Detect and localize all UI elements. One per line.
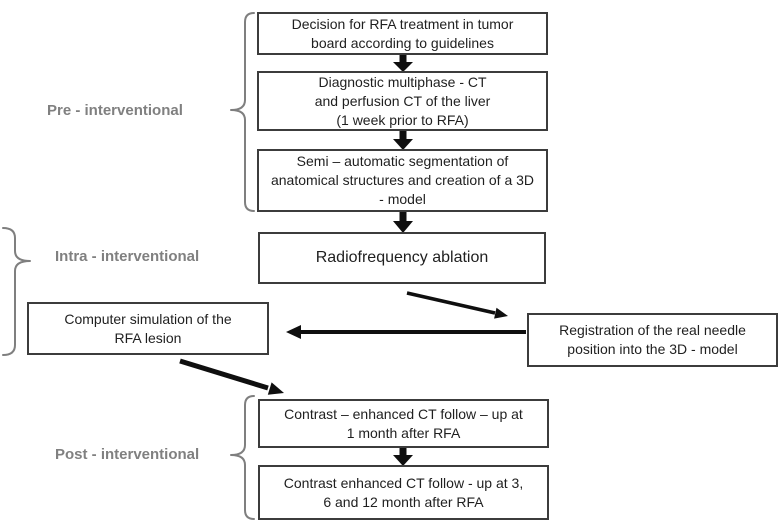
flow-box-followup2-line-1: Contrast enhanced CT follow - up at 3,	[283, 474, 524, 491]
flow-box-followup2-line-2: 6 and 12 month after RFA	[323, 493, 484, 510]
flow-box-diagnostic-line-1: Diagnostic multiphase - CT	[318, 73, 487, 90]
flow-box-diagnostic-line-2: and perfusion CT of the liver	[314, 92, 491, 109]
arrow-rfa-to-registration	[406, 291, 508, 319]
flow-box-followup1: Contrast – enhanced CT follow – up at 1 …	[258, 399, 549, 448]
flow-box-followup1-line-1: Contrast – enhanced CT follow – up at	[284, 405, 523, 422]
flow-box-decision-line-2: board according to guidelines	[311, 34, 494, 51]
flow-box-rfa-line-1: Radiofrequency ablation	[315, 249, 489, 266]
flow-box-followup2: Contrast enhanced CT follow - up at 3, 6…	[258, 465, 549, 520]
flow-box-simulation-line-2: RFA lesion	[114, 329, 182, 346]
arrow-registration-to-simulation	[286, 325, 526, 339]
flow-box-segmentation: Semi – automatic segmentation of anatomi…	[257, 149, 548, 212]
arrow-down-segmentation-to-rfa	[393, 210, 413, 233]
flow-box-rfa: Radiofrequency ablation	[258, 232, 546, 284]
brace-intra-interventional	[2, 227, 31, 356]
flow-box-segmentation-line-3: - model	[379, 191, 426, 207]
brace-post-interventional	[230, 395, 255, 520]
phase-label-post-interventional: Post - interventional	[55, 446, 200, 463]
flow-box-registration-line-1: Registration of the real needle	[559, 322, 746, 338]
arrow-down-diagnostic-to-segmentation	[393, 129, 413, 150]
brace-pre-interventional	[230, 12, 255, 212]
phase-label-intra-interventional: Intra - interventional	[55, 248, 200, 265]
arrow-down-decision-to-diagnostic	[393, 53, 413, 72]
phase-label-pre-interventional: Pre - interventional	[47, 102, 183, 119]
flow-box-diagnostic-line-3: (1 week prior to RFA)	[336, 111, 469, 128]
flow-box-segmentation-line-2: anatomical structures and creation of a …	[270, 172, 535, 188]
arrow-simulation-to-followup1	[179, 358, 284, 395]
flow-box-registration: Registration of the real needle position…	[527, 313, 778, 367]
flow-box-followup1-line-2: 1 month after RFA	[346, 424, 461, 441]
flow-box-diagnostic: Diagnostic multiphase - CT and perfusion…	[257, 71, 548, 131]
flow-box-decision: Decision for RFA treatment in tumor boar…	[257, 12, 548, 55]
flow-box-decision-line-1: Decision for RFA treatment in tumor	[291, 15, 514, 32]
arrow-down-followup1-to-followup2	[393, 446, 413, 466]
flow-box-simulation: Computer simulation of the RFA lesion	[27, 302, 269, 355]
flow-box-segmentation-line-1: Semi – automatic segmentation of	[296, 153, 509, 169]
flow-box-simulation-line-1: Computer simulation of the	[64, 310, 232, 327]
flow-box-registration-line-2: position into the 3D - model	[567, 341, 738, 357]
